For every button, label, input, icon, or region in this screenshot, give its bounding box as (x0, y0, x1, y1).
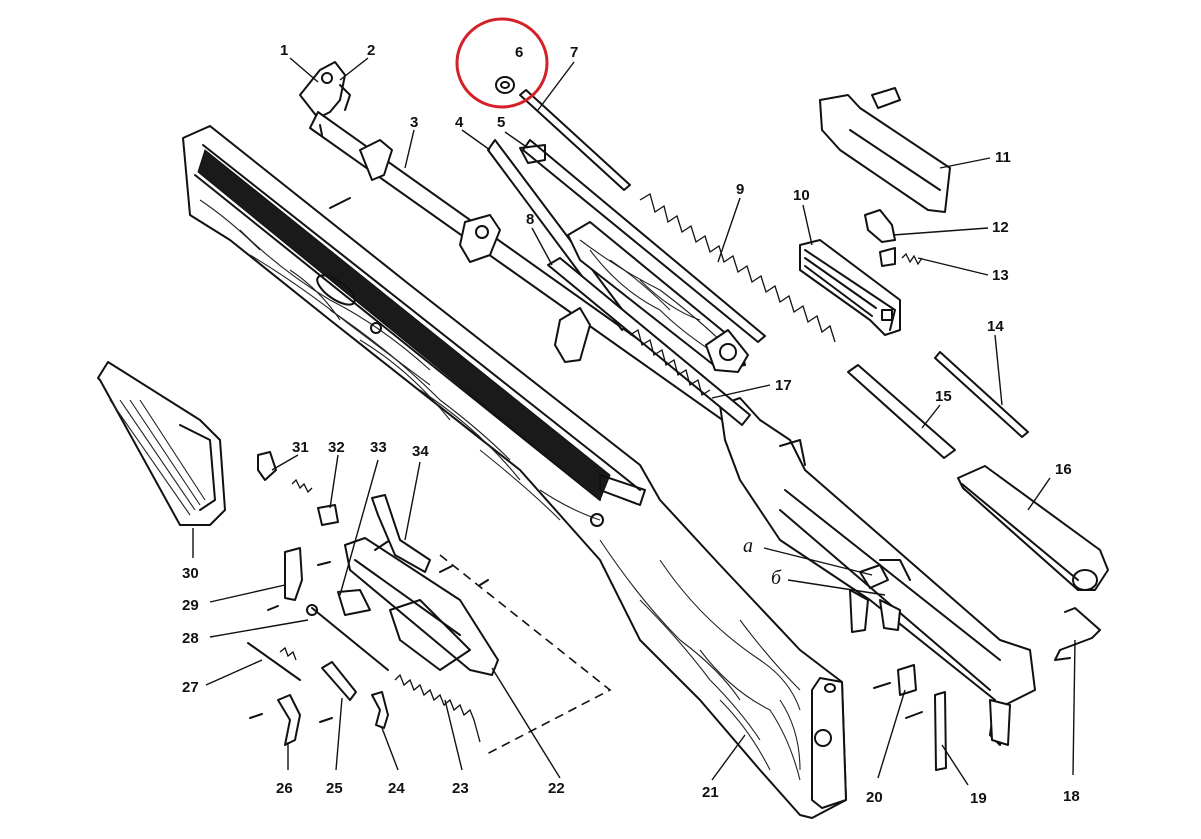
label-part-2: 2 (367, 42, 375, 59)
gas-tube-drawing (487, 139, 749, 373)
handguard-16-drawing (957, 465, 1109, 591)
label-part-23: 23 (452, 780, 469, 797)
label-point-a: а (743, 535, 753, 557)
rod-15-drawing (847, 364, 956, 459)
cover-11-drawing (819, 87, 951, 213)
label-part-10: 10 (793, 187, 810, 204)
pin-19-drawing (934, 691, 947, 771)
label-part-16: 16 (1055, 461, 1072, 478)
label-part-11: 11 (995, 149, 1011, 166)
part-20-drawing (873, 664, 923, 719)
label-part-6: 6 (515, 44, 523, 61)
nut-drawing (495, 76, 515, 94)
label-part-12: 12 (992, 219, 1009, 236)
label-part-22: 22 (548, 780, 565, 797)
label-part-29: 29 (182, 597, 199, 614)
label-part-31: 31 (292, 439, 309, 456)
receiver-drawing (719, 397, 1036, 746)
label-part-20: 20 (866, 789, 883, 806)
label-part-27: 27 (182, 679, 199, 696)
label-part-24: 24 (388, 780, 405, 797)
label-part-21: 21 (702, 784, 719, 801)
label-part-25: 25 (326, 780, 343, 797)
pin-14-drawing (934, 351, 1029, 438)
label-part-28: 28 (182, 630, 199, 647)
label-part-34: 34 (412, 443, 429, 460)
spring-17-drawing (629, 328, 711, 397)
leader-lines (192, 57, 1076, 786)
highlight-circle (455, 17, 549, 109)
label-part-4: 4 (455, 114, 464, 131)
label-part-8: 8 (526, 211, 534, 228)
small-parts-12-13-drawing (864, 209, 923, 267)
part-labels: 1 2 3 4 5 6 7 8 9 10 11 12 13 14 15 16 1… (182, 42, 1080, 807)
label-part-7: 7 (570, 44, 578, 61)
label-part-5: 5 (497, 114, 505, 131)
trigger-internals-drawing (247, 451, 489, 746)
cleaning-rod-drawing (519, 89, 631, 191)
label-part-15: 15 (935, 388, 952, 405)
label-part-3: 3 (410, 114, 418, 131)
lever-18-drawing (1054, 607, 1101, 661)
bolt-carrier-drawing (799, 239, 901, 336)
recoil-spring-drawing (639, 193, 836, 343)
magazine-30-drawing (97, 361, 226, 526)
label-part-32: 32 (328, 439, 345, 456)
label-part-13: 13 (992, 267, 1009, 284)
trigger-group-drawing (344, 537, 499, 676)
label-part-1: 1 (280, 42, 288, 59)
label-part-19: 19 (970, 790, 987, 807)
label-point-b: б (771, 567, 782, 589)
label-part-9: 9 (736, 181, 744, 198)
label-part-14: 14 (987, 318, 1004, 335)
stock-drawing (182, 125, 847, 819)
label-part-30: 30 (182, 565, 199, 582)
label-part-33: 33 (370, 439, 387, 456)
label-part-17: 17 (775, 377, 792, 394)
dashed-group-outline (439, 554, 612, 756)
operating-rod-drawing (519, 139, 766, 343)
barrel-drawing (299, 61, 781, 456)
stock-screw-drawing (329, 197, 351, 209)
label-part-26: 26 (276, 780, 293, 797)
label-part-18: 18 (1063, 788, 1080, 805)
